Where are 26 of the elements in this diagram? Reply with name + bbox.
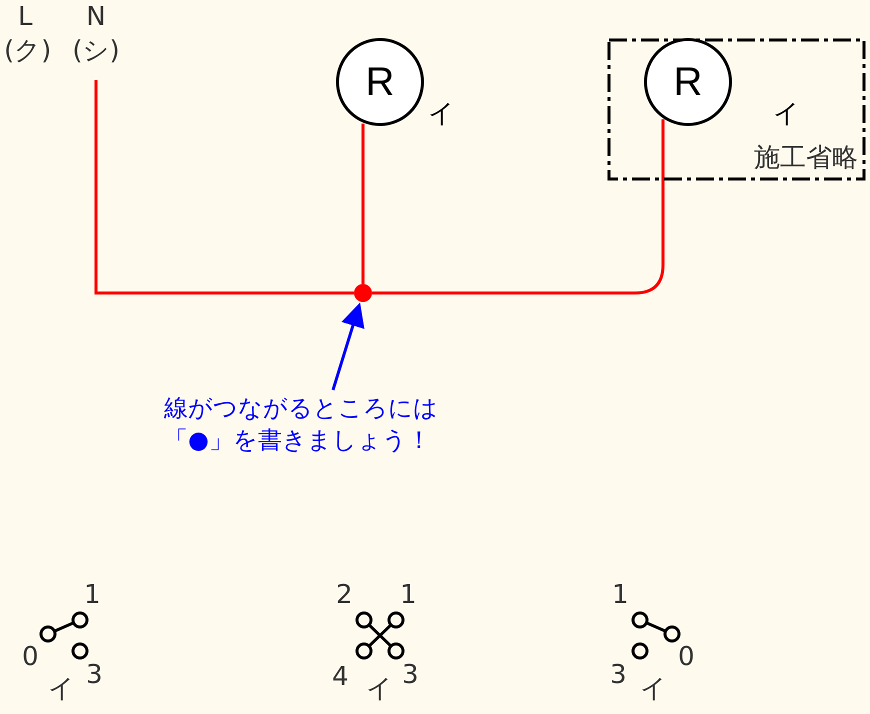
- terminal-number: 4: [332, 662, 349, 692]
- area-label: 施工省略: [754, 143, 858, 173]
- note-text: 線がつながるところには「●」を書きましょう！: [164, 393, 438, 456]
- terminal-label: (シ): [71, 36, 121, 66]
- terminal-number: 1: [400, 580, 417, 610]
- terminal-number: 0: [678, 642, 695, 672]
- terminal-number: 1: [612, 580, 629, 610]
- type-label: イ: [48, 674, 75, 704]
- wire: [362, 124, 364, 284]
- arrow: [332, 302, 364, 390]
- type-label: イ: [773, 98, 800, 128]
- terminal-label: L: [18, 2, 32, 32]
- terminal-number: 2: [336, 580, 353, 610]
- type-label: イ: [640, 674, 667, 704]
- wire: [372, 119, 664, 294]
- type-label: イ: [428, 98, 455, 128]
- terminal-number: 1: [84, 580, 101, 610]
- terminal-number: 3: [610, 660, 627, 690]
- terminal-label: N: [85, 2, 107, 32]
- terminal-number: 3: [402, 660, 419, 690]
- terminal-number: 0: [22, 642, 39, 672]
- type-label: イ: [366, 674, 393, 704]
- terminal-number: 3: [86, 660, 103, 690]
- wire: [94, 80, 354, 294]
- terminal-label: (ク): [4, 36, 52, 66]
- junction-dot: [354, 284, 372, 302]
